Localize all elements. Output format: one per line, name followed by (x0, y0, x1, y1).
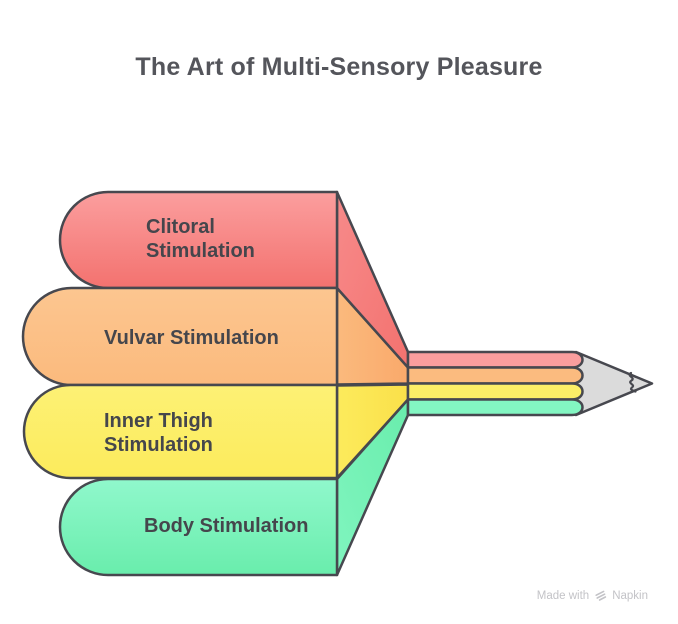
diagram-title: The Art of Multi-Sensory Pleasure (135, 53, 543, 81)
bar-vulvar (21, 286, 339, 387)
napkin-logo-icon (595, 590, 607, 601)
bar-label-body: Body Stimulation (144, 515, 309, 537)
pencil-stripe-vulvar (406, 366, 584, 385)
pencil-stripe-body (406, 398, 584, 417)
pencil-stripe-inner-thigh (406, 382, 584, 401)
bar-label-vulvar: Vulvar Stimulation (104, 327, 279, 349)
bar-body (58, 477, 339, 577)
watermark[interactable]: Made with Napkin (537, 589, 648, 602)
pencil-stripe-clitoral (406, 350, 584, 369)
watermark-brand: Napkin (612, 589, 648, 602)
bar-label-inner-thigh: Inner Thigh Stimulation (104, 410, 213, 456)
watermark-prefix: Made with (536, 589, 590, 602)
bar-label-clitoral: Clitoral Stimulation (146, 216, 255, 262)
pencil-tip (574, 350, 654, 417)
bar-clitoral (58, 190, 339, 290)
pencil-tip-squiggle-icon (628, 371, 637, 393)
bar-inner-thigh (22, 383, 339, 480)
